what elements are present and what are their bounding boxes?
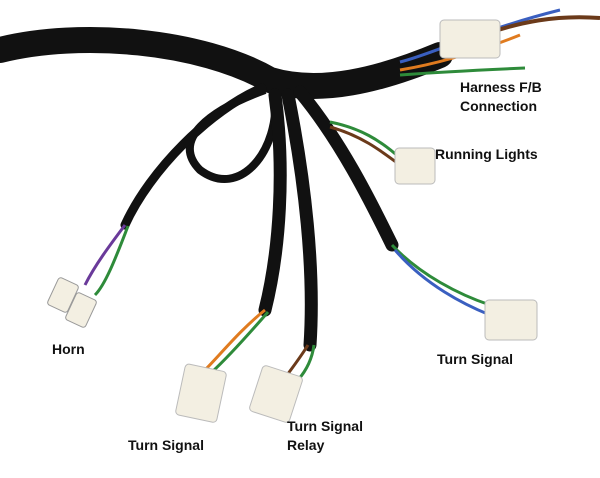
horn-cable	[120, 83, 267, 230]
left-turn-signal-connector	[175, 363, 227, 423]
horn-wire-green	[93, 225, 130, 297]
label-turn-signal-right: Turn Signal	[437, 351, 513, 367]
label-line: Harness F/B	[460, 79, 542, 95]
label-line: Relay	[287, 437, 325, 453]
running-lights-connector	[394, 147, 436, 185]
turn-signal-left-wire-orange	[203, 308, 266, 372]
label-line: Turn Signal	[287, 418, 363, 434]
horn-terminal-1	[47, 277, 79, 313]
label-turn-signal-left: Turn Signal	[128, 437, 204, 453]
horn-wire-purple	[83, 224, 127, 286]
turn-signal-left-cable	[258, 88, 287, 317]
right-turn-wire-green	[390, 243, 491, 307]
label-harness-fb-connection: Harness F/B Connection	[460, 78, 542, 116]
label-turn-signal-relay: Turn Signal Relay	[287, 417, 363, 455]
right-branch-cable	[293, 85, 399, 252]
label-line: Connection	[460, 98, 537, 114]
right-turn-signal-connector	[484, 299, 538, 341]
relay-connector	[249, 365, 303, 423]
harness-fb-connector	[439, 19, 501, 59]
relay-cable	[281, 88, 318, 352]
right-turn-wire-blue	[393, 249, 491, 317]
main-cable	[0, 27, 453, 99]
horn-terminal-2	[65, 292, 97, 328]
label-horn: Horn	[52, 341, 85, 357]
turn-signal-left-wire-green	[210, 311, 270, 374]
running-lights-wire-green	[329, 120, 402, 160]
harness-wire-green	[399, 66, 526, 77]
running-lights-wire-brown	[329, 125, 401, 167]
label-running-lights: Running Lights	[435, 146, 538, 162]
